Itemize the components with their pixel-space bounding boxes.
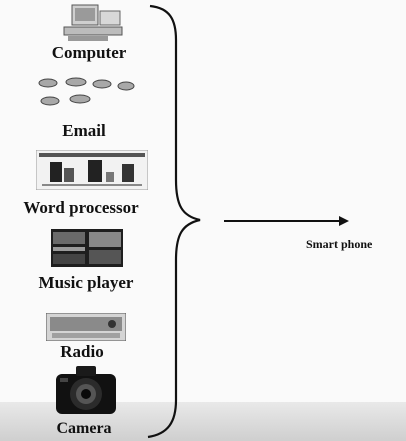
result-label-smart-phone: Smart phone (306, 237, 372, 252)
